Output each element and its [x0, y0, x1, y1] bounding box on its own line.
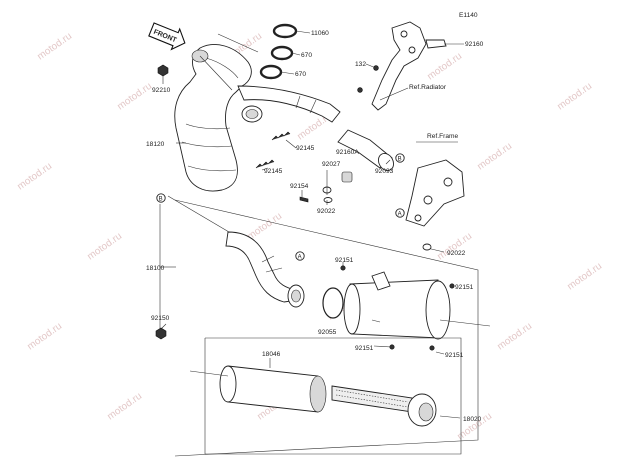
marker-b-label: B: [159, 197, 163, 203]
callout-92151: 92151: [335, 257, 354, 264]
ref-frame-label: Ref.Frame: [427, 133, 458, 140]
callout-92027: 92027: [322, 161, 341, 168]
silencer-assembly: [219, 365, 437, 427]
watermark-text: motod.ru: [555, 81, 594, 113]
callout-92022: 92022: [317, 208, 336, 215]
watermark-text: motod.ru: [105, 391, 144, 423]
radiator-bracket: [357, 21, 447, 111]
watermark-text: motod.ru: [35, 31, 74, 63]
watermark-text: motod.ru: [475, 141, 514, 173]
part-callouts: 11060 670 670 132 92160 92210 18120 9214…: [146, 30, 484, 423]
bolt-92150: [155, 327, 167, 340]
marker-b-top: B: [395, 153, 405, 163]
callout-18020: 18020: [463, 416, 482, 423]
marker-a-label: A: [298, 255, 302, 261]
callout-11060: 11060: [311, 30, 329, 37]
callout-92210: 92210: [152, 87, 171, 94]
callout-92145: 92145: [296, 145, 315, 152]
marker-b-mid: B: [156, 193, 166, 203]
watermark-text: motod.ru: [15, 161, 54, 193]
marker-b-label: B: [398, 157, 402, 163]
callout-92151: 92151: [445, 352, 464, 359]
callout-92150: 92150: [151, 315, 170, 322]
watermark-text: motod.ru: [495, 321, 534, 353]
gasket-set: [259, 23, 298, 80]
mid-pipe: [225, 231, 305, 308]
callout-92055: 92055: [318, 329, 337, 336]
ref-radiator-label: Ref.Radiator: [409, 84, 447, 91]
callout-18120: 18120: [146, 141, 165, 148]
muffler-gasket: [322, 287, 344, 319]
callout-92093: 92093: [375, 168, 394, 175]
watermark-text: motod.ru: [425, 51, 464, 83]
callout-670: 670: [301, 52, 312, 59]
callout-92160: 92160: [465, 41, 484, 48]
callout-132: 132: [355, 61, 366, 68]
callout-18100: 18100: [146, 265, 165, 272]
watermark-text: motod.ru: [435, 231, 474, 263]
watermark-text: motod.ru: [85, 231, 124, 263]
front-arrow-icon: FRONT: [148, 22, 186, 51]
frame-mount-bracket: [405, 159, 465, 227]
callout-92160A: 92160A: [336, 149, 359, 156]
watermark-text: motod.ru: [565, 261, 604, 293]
callout-670: 670: [295, 71, 306, 78]
leader-lines: [159, 30, 464, 419]
pipe-sleeve: [337, 129, 394, 171]
watermark-text: motod.ru: [115, 81, 154, 113]
callout-92022: 92022: [447, 250, 466, 257]
bolt-92210: [157, 64, 169, 77]
callout-92154: 92154: [290, 183, 309, 190]
diagram-code: E1140: [459, 12, 478, 19]
marker-a-mid: A: [295, 251, 305, 261]
assembly-boundary: [174, 199, 491, 457]
callout-92151: 92151: [455, 284, 474, 291]
muffler-body: [340, 265, 455, 351]
callout-92151: 92151: [355, 345, 374, 352]
header-pipe: [174, 44, 341, 192]
watermark-text: motod.ru: [25, 321, 64, 353]
marker-a-label: A: [398, 212, 402, 218]
callout-92145: 92145: [264, 168, 283, 175]
callout-18046: 18046: [262, 351, 281, 358]
washer-92022: [422, 243, 432, 251]
marker-a-frame: A: [395, 208, 405, 218]
